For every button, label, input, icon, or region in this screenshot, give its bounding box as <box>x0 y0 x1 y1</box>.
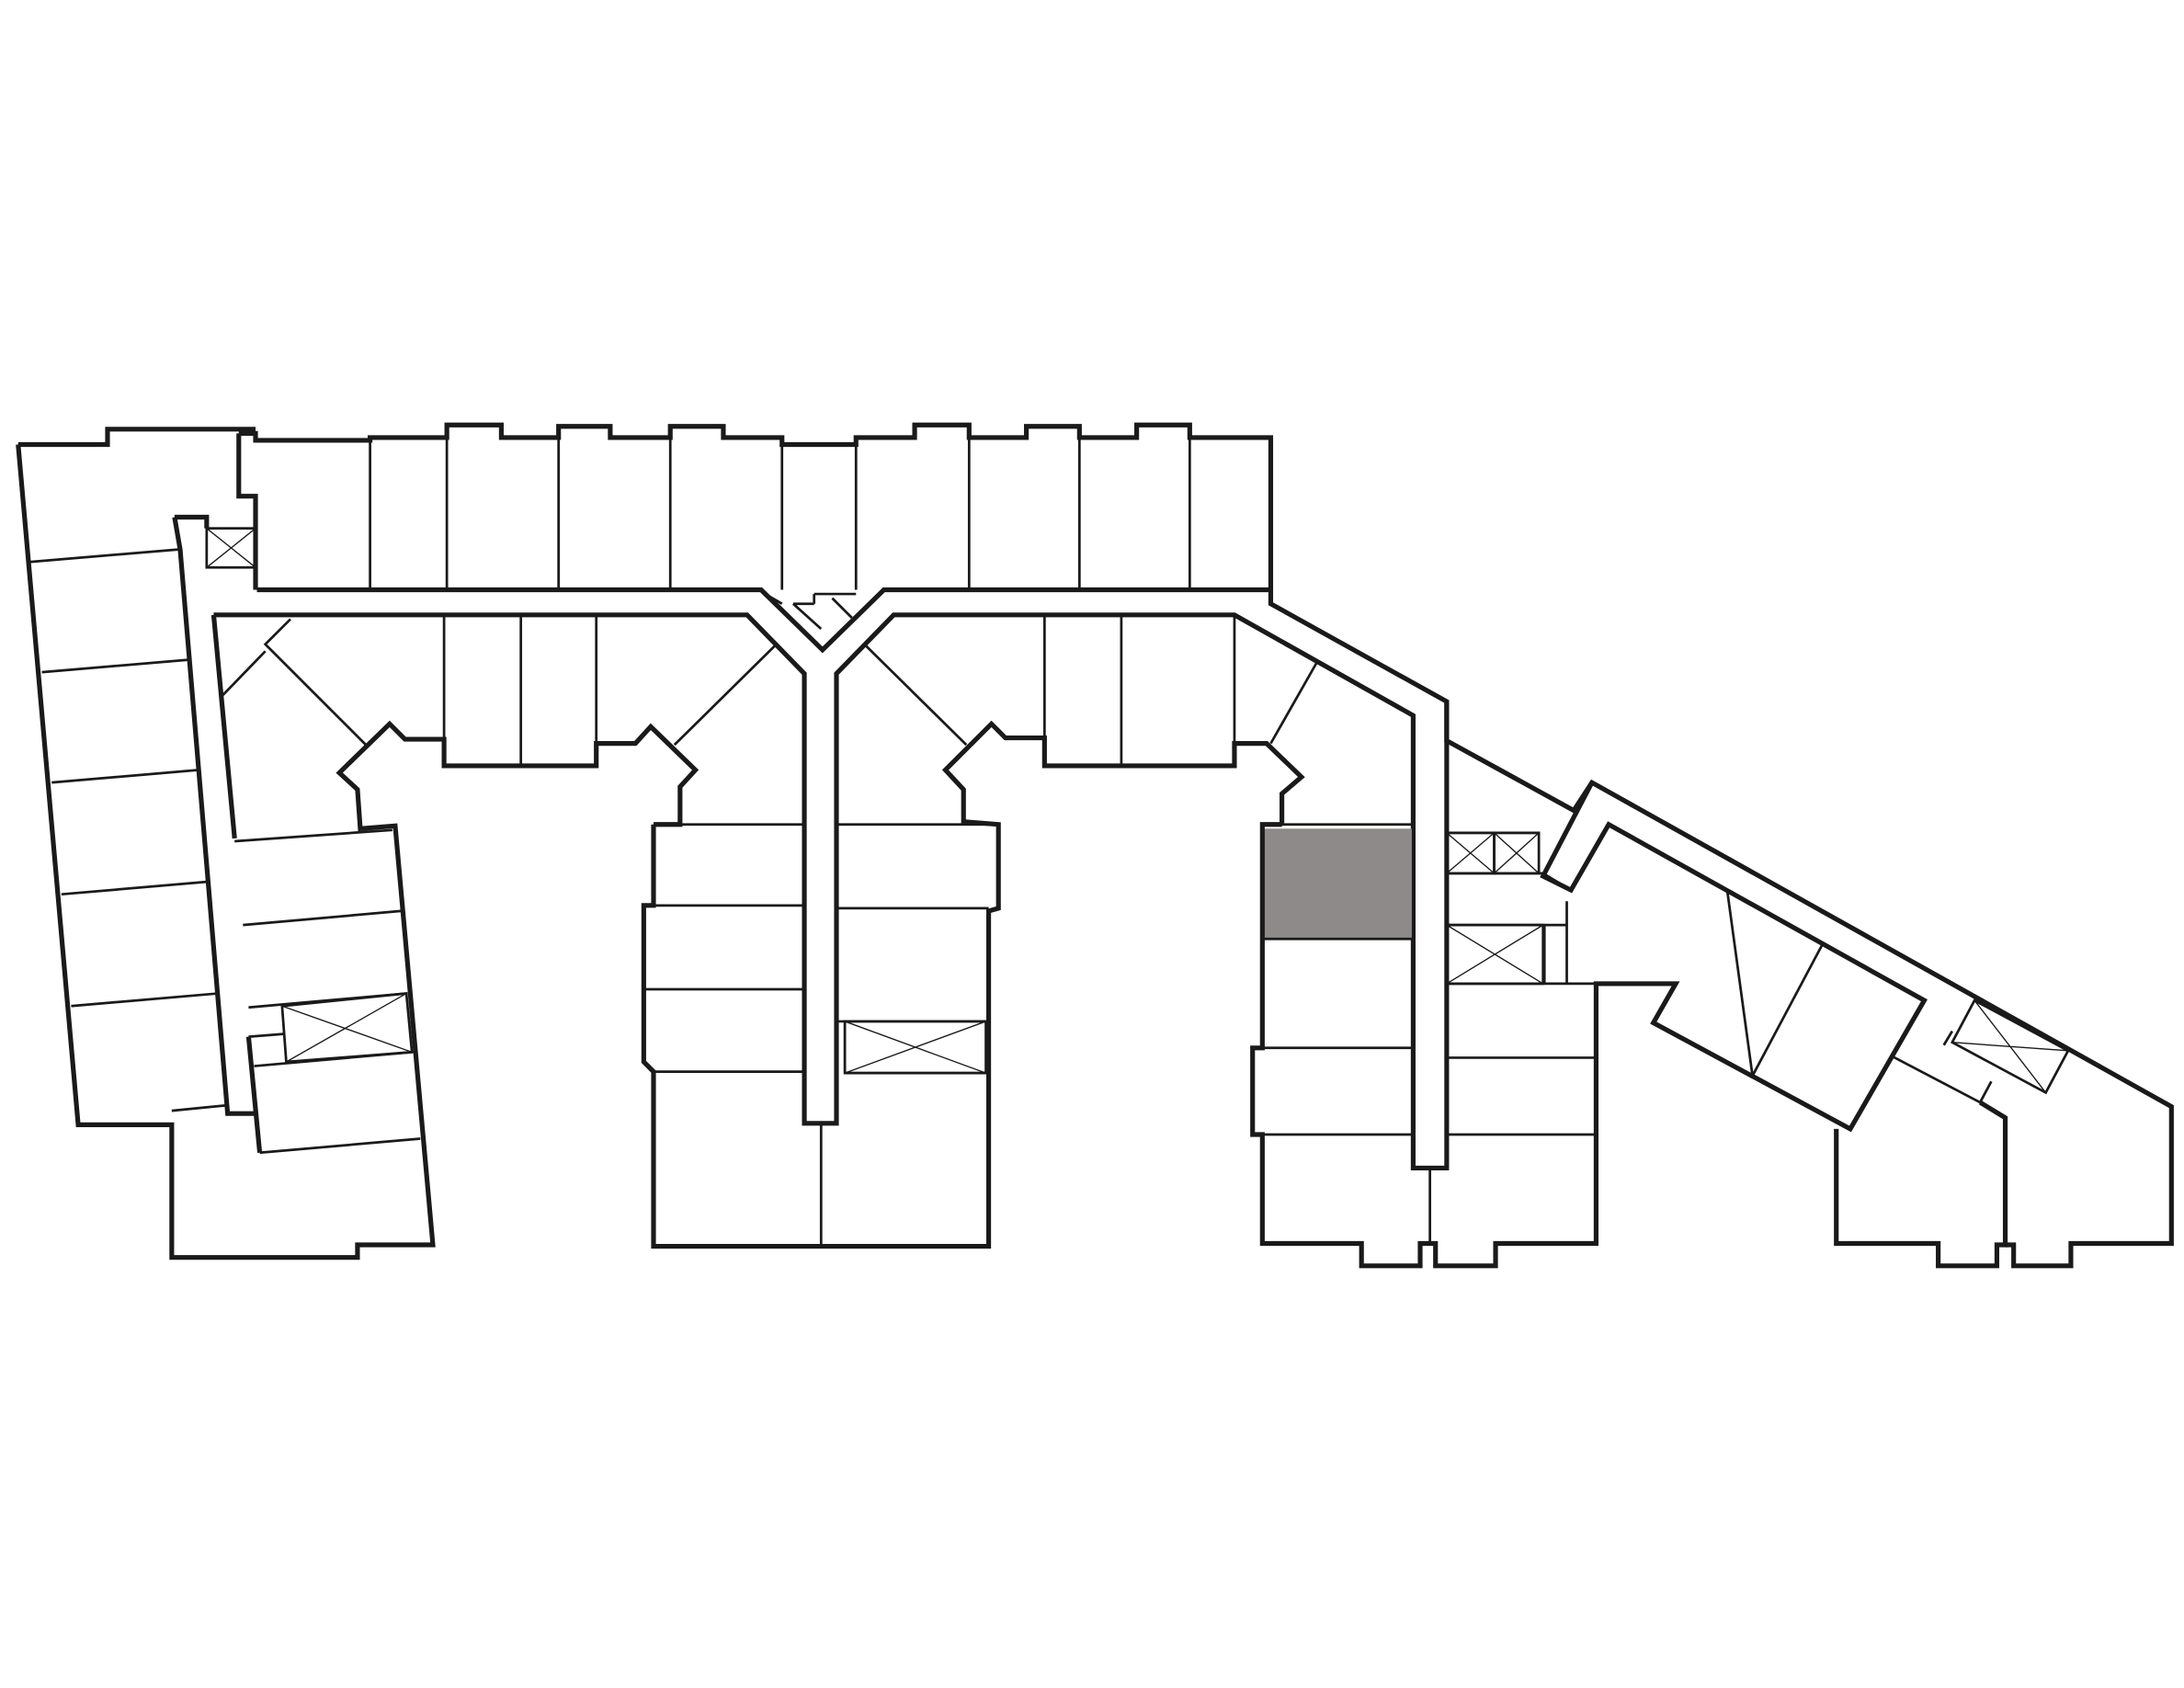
highlighted-unit[interactable] <box>1263 828 1412 940</box>
north-corridor-wall <box>256 587 1271 654</box>
central-exterior-wall <box>641 720 1305 1249</box>
east-central-block <box>1250 781 1928 1269</box>
east-unit-dividers <box>1725 891 1993 1104</box>
east-wing <box>1725 891 2070 1269</box>
stair-icon <box>843 1020 987 1075</box>
north-exterior-wall <box>238 422 2174 1269</box>
stair-icon <box>1950 998 2070 1095</box>
stair-icon <box>205 527 257 569</box>
west-corridor-wall <box>172 514 1450 1171</box>
east-exterior-wall <box>1834 1100 2008 1269</box>
stair-icon <box>280 992 414 1064</box>
west-wing <box>16 427 1450 1260</box>
stair-icon <box>1445 831 1541 875</box>
north-building <box>238 422 2174 1269</box>
north-unit-dividers <box>369 437 1191 631</box>
central-unit-dividers <box>643 614 1318 1247</box>
stair-icon <box>1445 923 1545 986</box>
west-unit-dividers <box>30 548 968 1155</box>
central-block <box>641 614 1318 1249</box>
